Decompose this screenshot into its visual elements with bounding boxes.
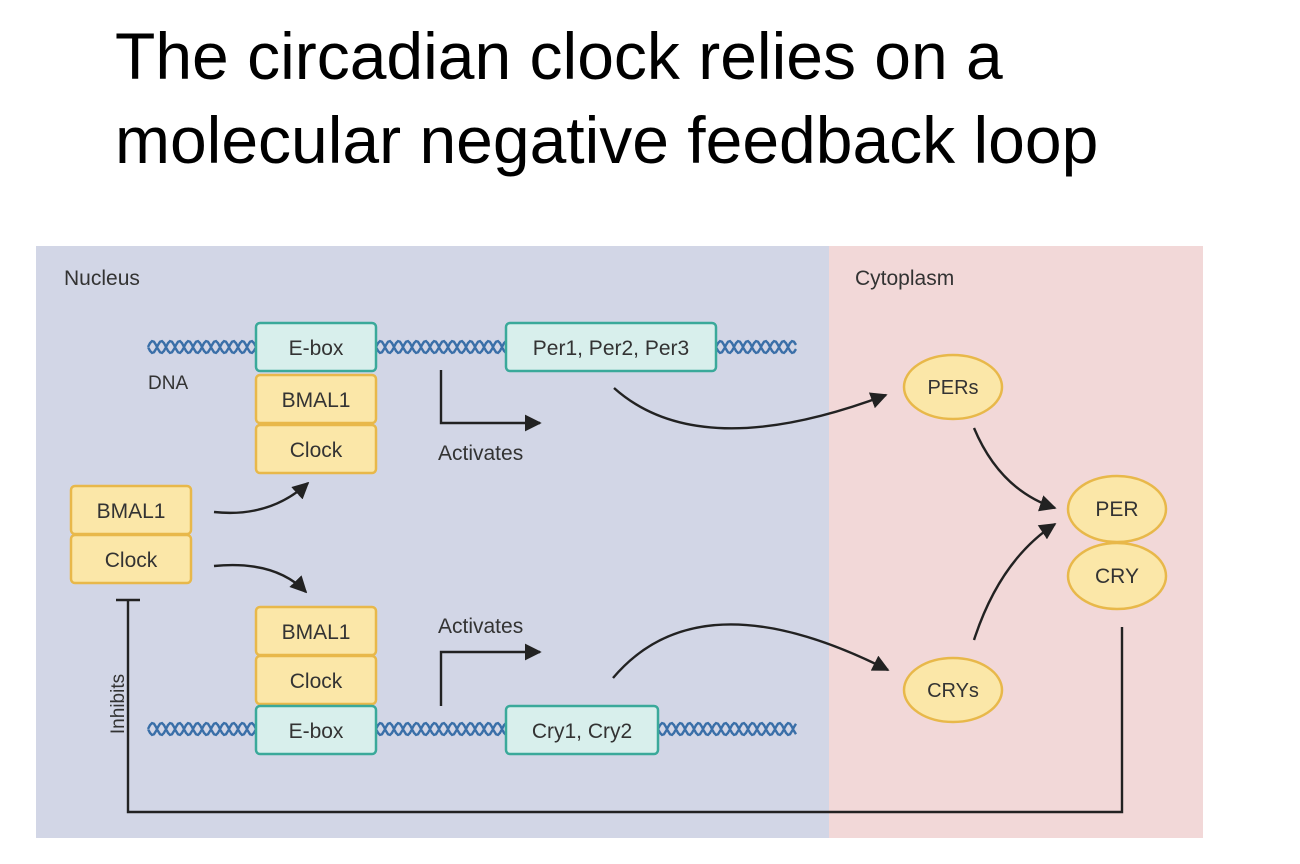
cry-protein-label: CRY (1095, 565, 1139, 588)
top-per-genes-label: Per1, Per2, Per3 (533, 337, 689, 360)
cytoplasm-label: Cytoplasm (855, 267, 954, 290)
dna-strand-top (146, 339, 798, 355)
bottom-ebox: E-box (254, 704, 378, 756)
pers-protein-label: PERs (927, 377, 978, 399)
bind-arrow-bottom (213, 563, 308, 594)
crys-protein: CRYs (902, 656, 1004, 724)
inhibits-label: Inhibits (108, 674, 129, 734)
free-bmal1: BMAL1 (69, 484, 193, 536)
bottom-cry-genes: Cry1, Cry2 (504, 704, 660, 756)
slide-title: The circadian clock relies on a molecula… (115, 14, 1295, 182)
top-bound-clock: Clock (254, 423, 378, 475)
free-clock: Clock (69, 533, 193, 585)
dna-strand-bottom (146, 721, 798, 737)
bottom-bound-clock: Clock (254, 654, 378, 706)
bottom-cry-genes-label: Cry1, Cry2 (532, 720, 632, 743)
bind-arrow-top (213, 481, 310, 515)
cytoplasm-region (829, 246, 1203, 838)
per-translation-arrow (613, 387, 888, 430)
bottom-activates-label: Activates (438, 615, 523, 638)
per-protein: PER (1066, 474, 1168, 544)
top-ebox-label: E-box (289, 337, 344, 360)
top-ebox: E-box (254, 321, 378, 373)
cry-protein: CRY (1066, 541, 1168, 611)
bottom-bound-clock-label: Clock (290, 670, 343, 693)
nucleus-label: Nucleus (64, 267, 140, 290)
bottom-activates-arrow (439, 643, 542, 706)
top-activates-arrow (439, 370, 542, 432)
crys-to-complex-arrow (972, 522, 1057, 641)
free-bmal1-label: BMAL1 (97, 500, 166, 523)
per-protein-label: PER (1095, 498, 1138, 521)
crys-protein-label: CRYs (927, 680, 979, 702)
top-bound-clock-label: Clock (290, 439, 343, 462)
top-bound-bmal1: BMAL1 (254, 373, 378, 425)
pers-to-complex-arrow (972, 427, 1057, 512)
top-bound-bmal1-label: BMAL1 (282, 389, 351, 412)
top-per-genes: Per1, Per2, Per3 (504, 321, 718, 373)
dna-label: DNA (148, 373, 188, 394)
slide-title-line-2: molecular negative feedback loop (115, 103, 1099, 177)
top-activates-label: Activates (438, 442, 523, 465)
free-clock-label: Clock (105, 549, 158, 572)
bottom-bound-bmal1: BMAL1 (254, 605, 378, 657)
cry-translation-arrow (612, 623, 890, 679)
bottom-ebox-label: E-box (289, 720, 344, 743)
inhibition-feedback-line (126, 600, 1124, 814)
pers-protein: PERs (902, 353, 1004, 421)
slide-title-line-1: The circadian clock relies on a (115, 19, 1003, 93)
bottom-bound-bmal1-label: BMAL1 (282, 621, 351, 644)
